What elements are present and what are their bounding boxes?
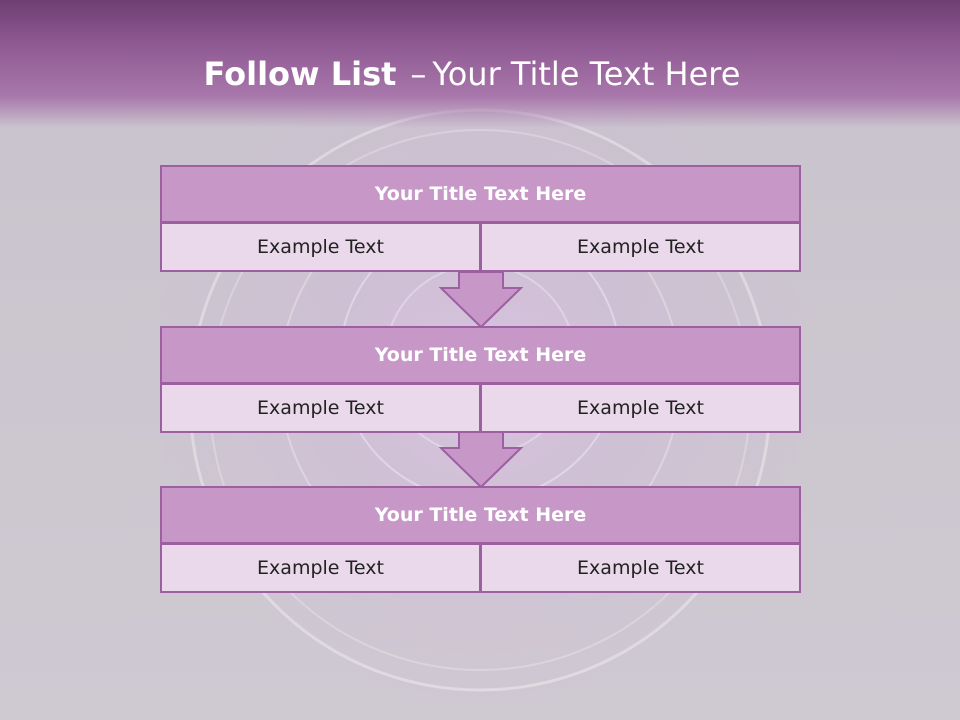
block-cell-left: Example Text [160,383,481,433]
block-cell-left: Example Text [160,543,481,593]
title-bar [0,0,960,128]
title-bold: Follow List [203,55,397,93]
slide-title: Follow List–Your Title Text Here [0,55,944,93]
down-arrow-icon [438,431,524,489]
block-cell-right: Example Text [480,543,801,593]
down-arrow-icon [438,271,524,329]
block-cell-right: Example Text [480,383,801,433]
block-cell-right: Example Text [480,222,801,272]
block-title: Your Title Text Here [160,486,801,544]
block-title: Your Title Text Here [160,326,801,384]
title-rest: Your Title Text Here [432,55,741,93]
block-title: Your Title Text Here [160,165,801,223]
title-dash: – [410,55,427,93]
block-cell-left: Example Text [160,222,481,272]
